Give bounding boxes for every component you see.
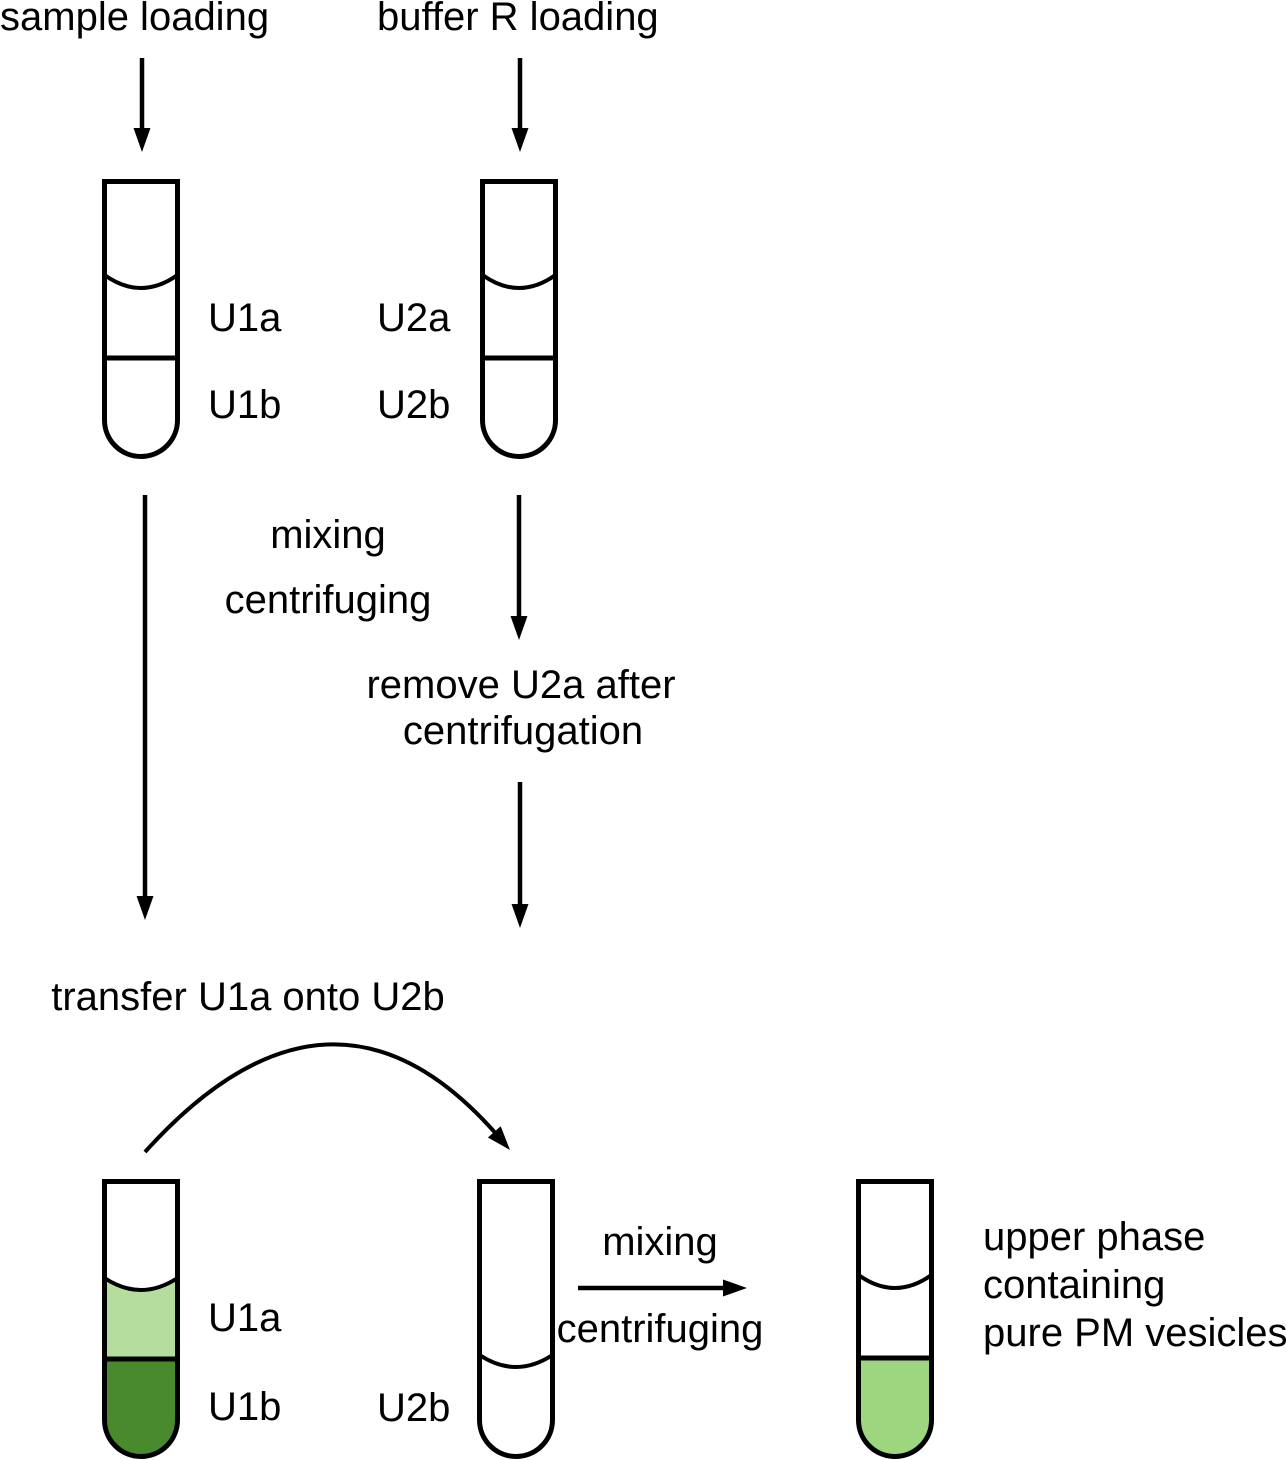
arrow-buffer-loading-icon [511, 58, 529, 152]
tube-u1-separated [102, 1179, 180, 1459]
label-u1b-top: U1b [208, 383, 282, 427]
label-u1a-top: U1a [208, 296, 282, 340]
result-caption-line3: pure PM vesicles [983, 1311, 1286, 1355]
result-caption-line1: upper phase [983, 1215, 1206, 1259]
label-u2a-top: U2a [377, 296, 451, 340]
result-caption: upper phase containing pure PM vesicles [983, 1213, 1286, 1357]
arrow-transfer-arc-icon [143, 1042, 510, 1154]
label-u2b-bottom: U2b [377, 1386, 451, 1430]
label-centrifuging-bottom: centrifuging [556, 1307, 764, 1351]
label-transfer-u1a-onto-u2b: transfer U1a onto U2b [51, 975, 445, 1019]
arrow-mixing-centrifuging-long-icon [136, 495, 154, 920]
arrow-sample-loading-icon [133, 58, 151, 152]
label-remove-u2a-line2: centrifugation [402, 709, 644, 753]
tube-u2 [480, 179, 558, 459]
label-u1b-bottom: U1b [208, 1385, 282, 1429]
tube-u2b [477, 1179, 555, 1459]
u1b-lower-phase-fill [104, 1359, 178, 1457]
label-sample-loading: sample loading [0, 0, 270, 39]
label-u1a-bottom: U1a [208, 1296, 282, 1340]
label-u2b-top: U2b [377, 383, 451, 427]
label-mixing-bottom: mixing [602, 1220, 718, 1264]
label-buffer-r-loading: buffer R loading [377, 0, 659, 39]
tube-u1 [102, 179, 180, 459]
label-mixing-middle: mixing [270, 513, 386, 557]
arrow-after-remove-icon [511, 782, 529, 928]
label-remove-u2a-line1: remove U2a after [366, 663, 676, 707]
u1a-upper-phase-fill [104, 1278, 178, 1359]
pm-vesicles-phase-fill [858, 1358, 932, 1457]
result-caption-line2: containing [983, 1263, 1166, 1307]
label-centrifuging-middle: centrifuging [224, 578, 432, 622]
tube-result [856, 1179, 934, 1459]
arrow-mixing-centrifuging-right-icon [578, 1279, 747, 1297]
arrow-to-remove-step-icon [510, 495, 528, 640]
